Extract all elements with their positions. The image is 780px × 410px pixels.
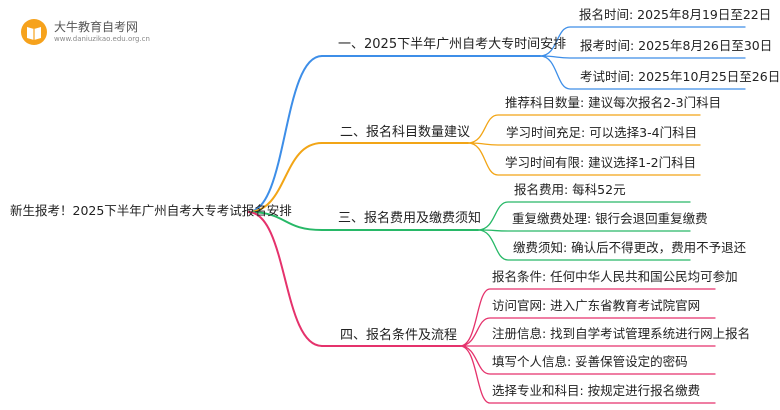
leaf-4-2-connector: [459, 317, 716, 347]
branch-3-connector: [247, 211, 323, 231]
leaf-1-1-connector: [539, 26, 746, 57]
leaf-2-1: 推荐科目数量: 建议每次报名2-3门科目: [505, 95, 722, 110]
leaf-4-3: 注册信息: 找到自学考试管理系统进行网上报名: [492, 326, 751, 341]
leaf-4-5: 选择专业和科目: 按规定进行报名缴费: [492, 383, 701, 398]
leaf-3-3-connector: [477, 229, 691, 261]
mind-map-connectors: [247, 26, 746, 404]
branch-4-connector: [247, 211, 323, 347]
branch-1-connector: [247, 55, 323, 213]
logo-book-icon: [21, 19, 47, 45]
leaf-1-3-connector: [539, 55, 746, 90]
branch-3-title: 三、报名费用及缴费须知: [338, 211, 482, 226]
logo-url: www.daniuzikao.edu.org.cn: [54, 35, 150, 43]
branch-2-title: 二、报名科目数量建议: [340, 125, 471, 140]
leaf-1-1: 报名时间: 2025年8月19日至22日: [579, 7, 772, 22]
leaf-4-4: 填写个人信息: 妥善保管设定的密码: [492, 354, 688, 369]
leaf-3-3: 缴费须知: 确认后不得更改，费用不予退还: [513, 240, 747, 255]
leaf-3-2: 重复缴费处理: 银行会退回重复缴费: [512, 211, 708, 226]
leaf-1-2: 报考时间: 2025年8月26日至30日: [580, 38, 773, 53]
leaf-4-1-connector: [459, 288, 716, 347]
leaf-1-3: 考试时间: 2025年10月25日至26日: [580, 69, 780, 84]
leaf-2-2: 学习时间充足: 可以选择3-4门科目: [506, 125, 698, 140]
leaf-3-2-connector: [477, 229, 691, 232]
branch-2-connector: [247, 142, 323, 213]
branch-4-title: 四、报名条件及流程: [340, 328, 458, 343]
leaf-2-3: 学习时间有限: 建议选择1-2门科目: [505, 155, 697, 170]
leaf-4-2: 访问官网: 进入广东省教育考试院官网: [492, 298, 701, 313]
leaf-1-2-connector: [539, 55, 746, 59]
root-topic: 新生报考！2025下半年广州自考大专考试报名安排: [10, 203, 292, 218]
leaf-4-5-connector: [459, 345, 716, 404]
branch-1-title: 一、2025下半年广州自考大专时间安排: [338, 37, 567, 52]
leaf-4-1: 报名条件: 任何中华人民共和国公民均可参加: [492, 269, 738, 284]
leaf-2-1-connector: [467, 114, 701, 144]
leaf-3-1: 报名费用: 每科52元: [514, 182, 626, 197]
logo-name: 大牛教育自考网: [54, 20, 139, 34]
leaf-2-2-connector: [467, 142, 701, 146]
leaf-3-1-connector: [477, 201, 691, 231]
site-logo: 大牛教育自考网 www.daniuzikao.edu.org.cn: [20, 14, 180, 50]
leaf-2-3-connector: [467, 142, 701, 176]
